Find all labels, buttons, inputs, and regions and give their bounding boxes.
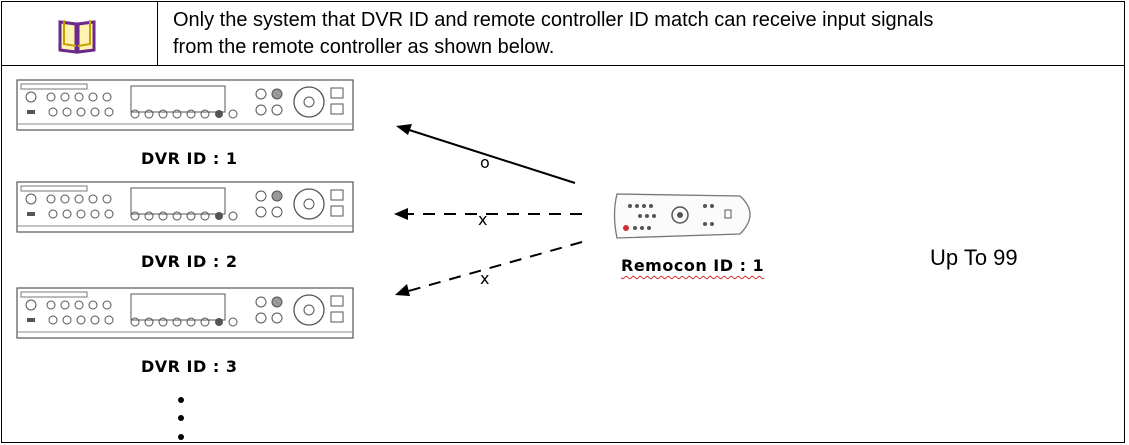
note-text: Only the system that DVR ID and remote c… [173, 7, 1103, 61]
arrowhead-dvr-3 [395, 284, 410, 296]
link-arrow-dvr-3 [404, 241, 583, 293]
dvr-unit-2 [16, 181, 354, 233]
column-divider [157, 2, 158, 65]
link-arrow-dvr-1 [402, 127, 576, 184]
dvr-unit-3 [16, 287, 354, 339]
arrowhead-dvr-1 [396, 124, 412, 135]
dvr-id-label-1: DVR ID : 1 [141, 149, 238, 168]
id-range-text: Up To 99 [930, 245, 1018, 270]
link-mark-dvr-2: x [478, 210, 487, 229]
arrowhead-dvr-2 [394, 208, 408, 220]
row-divider [2, 65, 1124, 66]
remote-controller-icon [613, 193, 751, 239]
link-mark-dvr-1: o [480, 153, 490, 172]
dvr-id-label-2: DVR ID : 2 [141, 252, 238, 271]
link-mark-dvr-3: x [480, 269, 489, 288]
remote-id-label: Remocon ID : 1 [621, 256, 765, 275]
dvr-id-label-3: DVR ID : 3 [141, 357, 238, 376]
book-icon [58, 20, 96, 54]
vertical-ellipsis-icon [178, 397, 184, 440]
note-line-2: from the remote controller as shown belo… [173, 36, 555, 58]
dvr-unit-1 [16, 79, 354, 131]
note-line-1: Only the system that DVR ID and remote c… [173, 9, 934, 31]
